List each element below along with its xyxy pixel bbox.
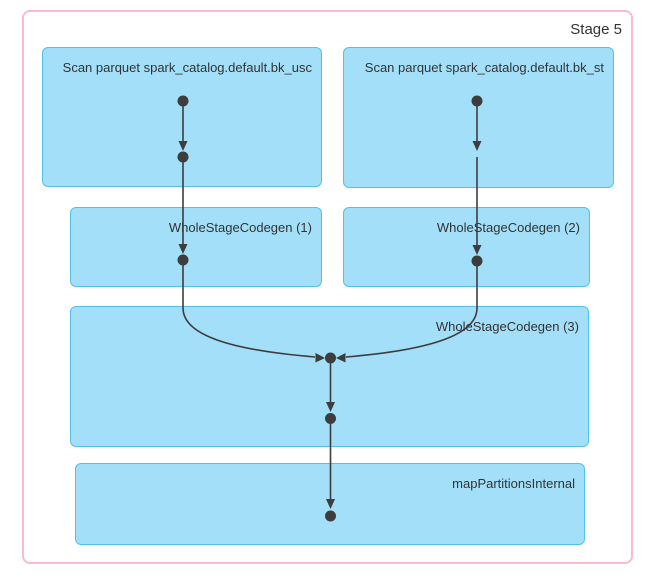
node-label: Scan parquet spark_catalog.default.bk_st	[364, 60, 604, 75]
stage-label: Stage 5	[570, 21, 622, 38]
node-scan-parquet-bk-usc: Scan parquet spark_catalog.default.bk_us…	[42, 47, 322, 187]
node-label: mapPartitionsInternal	[452, 476, 575, 491]
node-scan-parquet-bk-st: Scan parquet spark_catalog.default.bk_st	[343, 47, 614, 188]
node-label: WholeStageCodegen (2)	[436, 220, 580, 235]
node-mappartitionsinternal: mapPartitionsInternal	[75, 463, 585, 545]
node-label: Scan parquet spark_catalog.default.bk_us…	[62, 60, 312, 75]
node-wholestagecodegen-2: WholeStageCodegen (2)	[343, 207, 590, 287]
node-wholestagecodegen-1: WholeStageCodegen (1)	[70, 207, 322, 287]
node-wholestagecodegen-3: WholeStageCodegen (3)	[70, 306, 589, 447]
node-label: WholeStageCodegen (1)	[168, 220, 312, 235]
node-label: WholeStageCodegen (3)	[435, 319, 579, 334]
